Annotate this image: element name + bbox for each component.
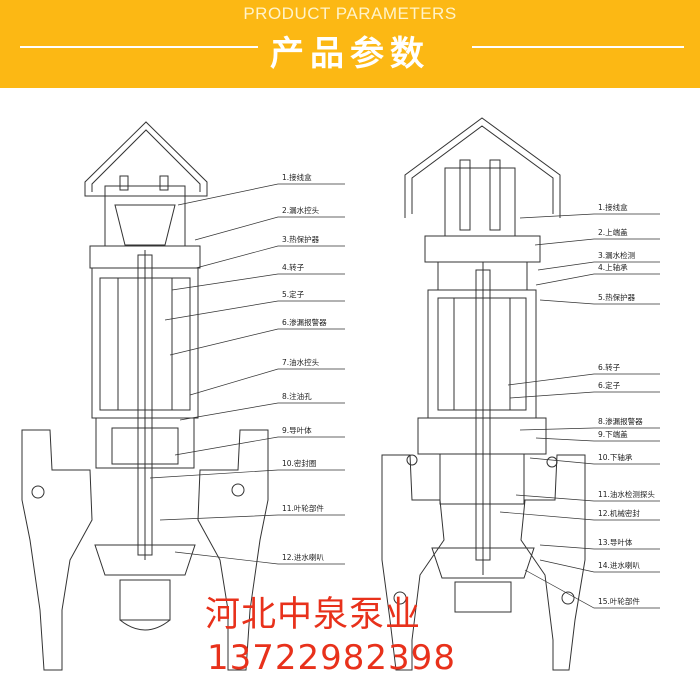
right-pump-leader-1 bbox=[519, 213, 660, 219]
left-pump-label-12: 12.进水喇叭 bbox=[282, 552, 324, 562]
right-pump-leader-7 bbox=[509, 391, 660, 399]
left-pump-leader-7 bbox=[189, 368, 345, 396]
left-pump-leader-12 bbox=[174, 551, 345, 565]
right-pump-label-13: 13.导叶体 bbox=[598, 537, 633, 547]
right-pump-label-10: 10.下轴承 bbox=[598, 452, 633, 462]
company-watermark: 河北中泉泵业 bbox=[205, 595, 422, 635]
left-pump-leader-10 bbox=[149, 469, 345, 479]
left-pump-label-6: 6.渗漏报警器 bbox=[282, 317, 327, 327]
right-pump-leader-3 bbox=[537, 261, 660, 271]
left-pump-label-11: 11.叶轮部件 bbox=[282, 503, 324, 513]
right-pump-label-12: 12.机械密封 bbox=[598, 508, 640, 518]
left-pump-leader-2 bbox=[194, 216, 345, 241]
phone-watermark: 13722982398 bbox=[207, 638, 456, 678]
left-pump-leader-5 bbox=[164, 300, 345, 321]
right-pump-label-5: 5.热保护器 bbox=[598, 292, 636, 302]
left-pump-leader-8 bbox=[179, 402, 345, 421]
header-title-cn: 产品参数 bbox=[270, 34, 430, 74]
header-rule-right bbox=[472, 46, 684, 48]
right-pump-leader-5 bbox=[539, 299, 660, 305]
right-pump-label-4: 4.上轴承 bbox=[598, 262, 628, 272]
right-pump-leader-6 bbox=[507, 373, 660, 386]
left-pump-label-5: 5.定子 bbox=[282, 289, 305, 299]
right-pump-leader-10 bbox=[529, 457, 660, 465]
right-pump-leader-4 bbox=[535, 273, 660, 286]
left-pump-label-8: 8.注油孔 bbox=[282, 391, 312, 401]
right-pump-labels: 1.接线盒 2.上端盖 3.漏水检测 4.上轴承 5.热保护器 6.转子 6.定子 8.渗漏报… bbox=[499, 202, 660, 609]
left-pump-label-9: 9.导叶体 bbox=[282, 425, 312, 435]
right-pump-leader-9 bbox=[535, 437, 660, 442]
left-pump-leader-11 bbox=[159, 514, 345, 521]
left-pump-label-2: 2.漏水控头 bbox=[282, 205, 320, 215]
right-pump-leader-8 bbox=[519, 427, 660, 431]
header-banner: PRODUCT PARAMETERS 产品参数 bbox=[0, 0, 700, 88]
left-pump-label-10: 10.密封圈 bbox=[282, 458, 316, 468]
right-pump-label-8: 8.渗漏报警器 bbox=[598, 416, 643, 426]
right-pump-leader-13 bbox=[539, 544, 660, 550]
right-pump-label-7: 6.定子 bbox=[598, 380, 621, 390]
left-pump-labels: 1.接线盒 2.漏水控头 3.热保护器 4.转子 5.定子 6.渗漏报警器 7.油水控头 8.… bbox=[149, 172, 345, 565]
left-pump-label-7: 7.油水控头 bbox=[282, 357, 320, 367]
right-pump-label-1: 1.接线盒 bbox=[598, 202, 628, 212]
right-pump-leader-11 bbox=[515, 494, 660, 502]
left-pump-leader-4 bbox=[171, 273, 345, 291]
left-pump-leader-1 bbox=[177, 183, 345, 206]
left-pump-label-1: 1.接线盒 bbox=[282, 172, 312, 182]
right-pump-leader-14 bbox=[539, 559, 660, 573]
header-title-en: PRODUCT PARAMETERS bbox=[243, 4, 457, 23]
right-pump-leader-2 bbox=[534, 238, 660, 246]
left-pump-leader-6 bbox=[169, 328, 345, 356]
right-pump-label-2: 2.上端盖 bbox=[598, 227, 628, 237]
header-rule-left bbox=[20, 46, 258, 48]
right-pump-leader-15 bbox=[524, 569, 660, 609]
right-pump-drawing bbox=[381, 117, 586, 671]
right-pump-leader-12 bbox=[499, 511, 660, 521]
right-pump-label-9: 9.下端盖 bbox=[598, 429, 628, 439]
left-pump-drawing bbox=[21, 121, 269, 671]
left-pump-label-3: 3.热保护器 bbox=[282, 234, 320, 244]
left-pump-leader-9 bbox=[174, 436, 345, 456]
right-pump-label-11: 11.油水检测探头 bbox=[598, 489, 655, 499]
right-pump-label-3: 3.漏水检测 bbox=[598, 250, 635, 260]
left-pump-leader-3 bbox=[195, 245, 345, 269]
right-pump-label-15: 15.叶轮部件 bbox=[598, 596, 640, 606]
right-pump-label-6: 6.转子 bbox=[598, 362, 621, 372]
right-pump-label-14: 14.进水喇叭 bbox=[598, 560, 640, 570]
left-pump-label-4: 4.转子 bbox=[282, 262, 305, 272]
